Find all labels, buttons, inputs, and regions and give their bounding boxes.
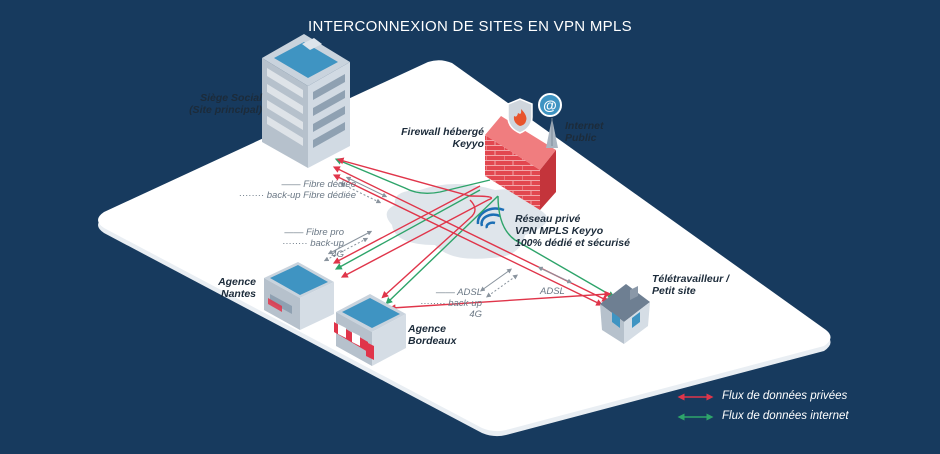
firewall-shield-icon xyxy=(507,98,533,134)
telework-label: Télétravailleur / Petit site xyxy=(652,273,730,297)
internet-label: Internet Public xyxy=(565,120,604,144)
headquarters-label: Siège Social (Site principal) xyxy=(189,92,262,116)
telework-link-label: ADSL xyxy=(540,286,565,297)
bordeaux-building xyxy=(334,294,406,366)
headquarters-backup-link: ········ back-up Fibre dédiée xyxy=(238,190,356,201)
legend-arrows xyxy=(677,393,714,421)
headquarters-link-labels: —— Fibre dédiée ········ back-up Fibre d… xyxy=(238,179,356,201)
bordeaux-backup-link: ········ back-up 4G xyxy=(420,298,482,320)
svg-text:@: @ xyxy=(543,97,557,113)
bordeaux-link-labels: —— ADSL ········ back-up 4G xyxy=(420,287,482,320)
headquarters-building xyxy=(262,34,350,168)
bordeaux-primary-link: —— ADSL xyxy=(435,287,482,298)
nantes-backup-link: ········ back-up 4G xyxy=(282,238,344,260)
firewall-wall xyxy=(485,116,556,210)
legend-internet-flows: Flux de données internet xyxy=(722,410,849,422)
headquarters-primary-link: —— Fibre dédiée xyxy=(281,179,356,190)
mpls-network-label: Réseau privé VPN MPLS Keyyo 100% dédié e… xyxy=(515,213,630,249)
bordeaux-label: Agence Bordeaux xyxy=(408,323,457,347)
telework-house xyxy=(600,284,650,344)
legend-private-flows: Flux de données privées xyxy=(722,390,848,402)
nantes-building xyxy=(264,262,334,330)
internet-antenna: @ xyxy=(538,93,562,148)
nantes-link-labels: —— Fibre pro ········ back-up 4G xyxy=(268,227,344,260)
nantes-primary-link: —— Fibre pro xyxy=(284,227,344,238)
access-links xyxy=(323,176,573,298)
diagram-title: INTERCONNEXION DE SITES EN VPN MPLS xyxy=(308,18,632,35)
firewall-label: Firewall hébergé Keyyo xyxy=(401,126,484,150)
nantes-label: Agence Nantes xyxy=(218,276,256,300)
